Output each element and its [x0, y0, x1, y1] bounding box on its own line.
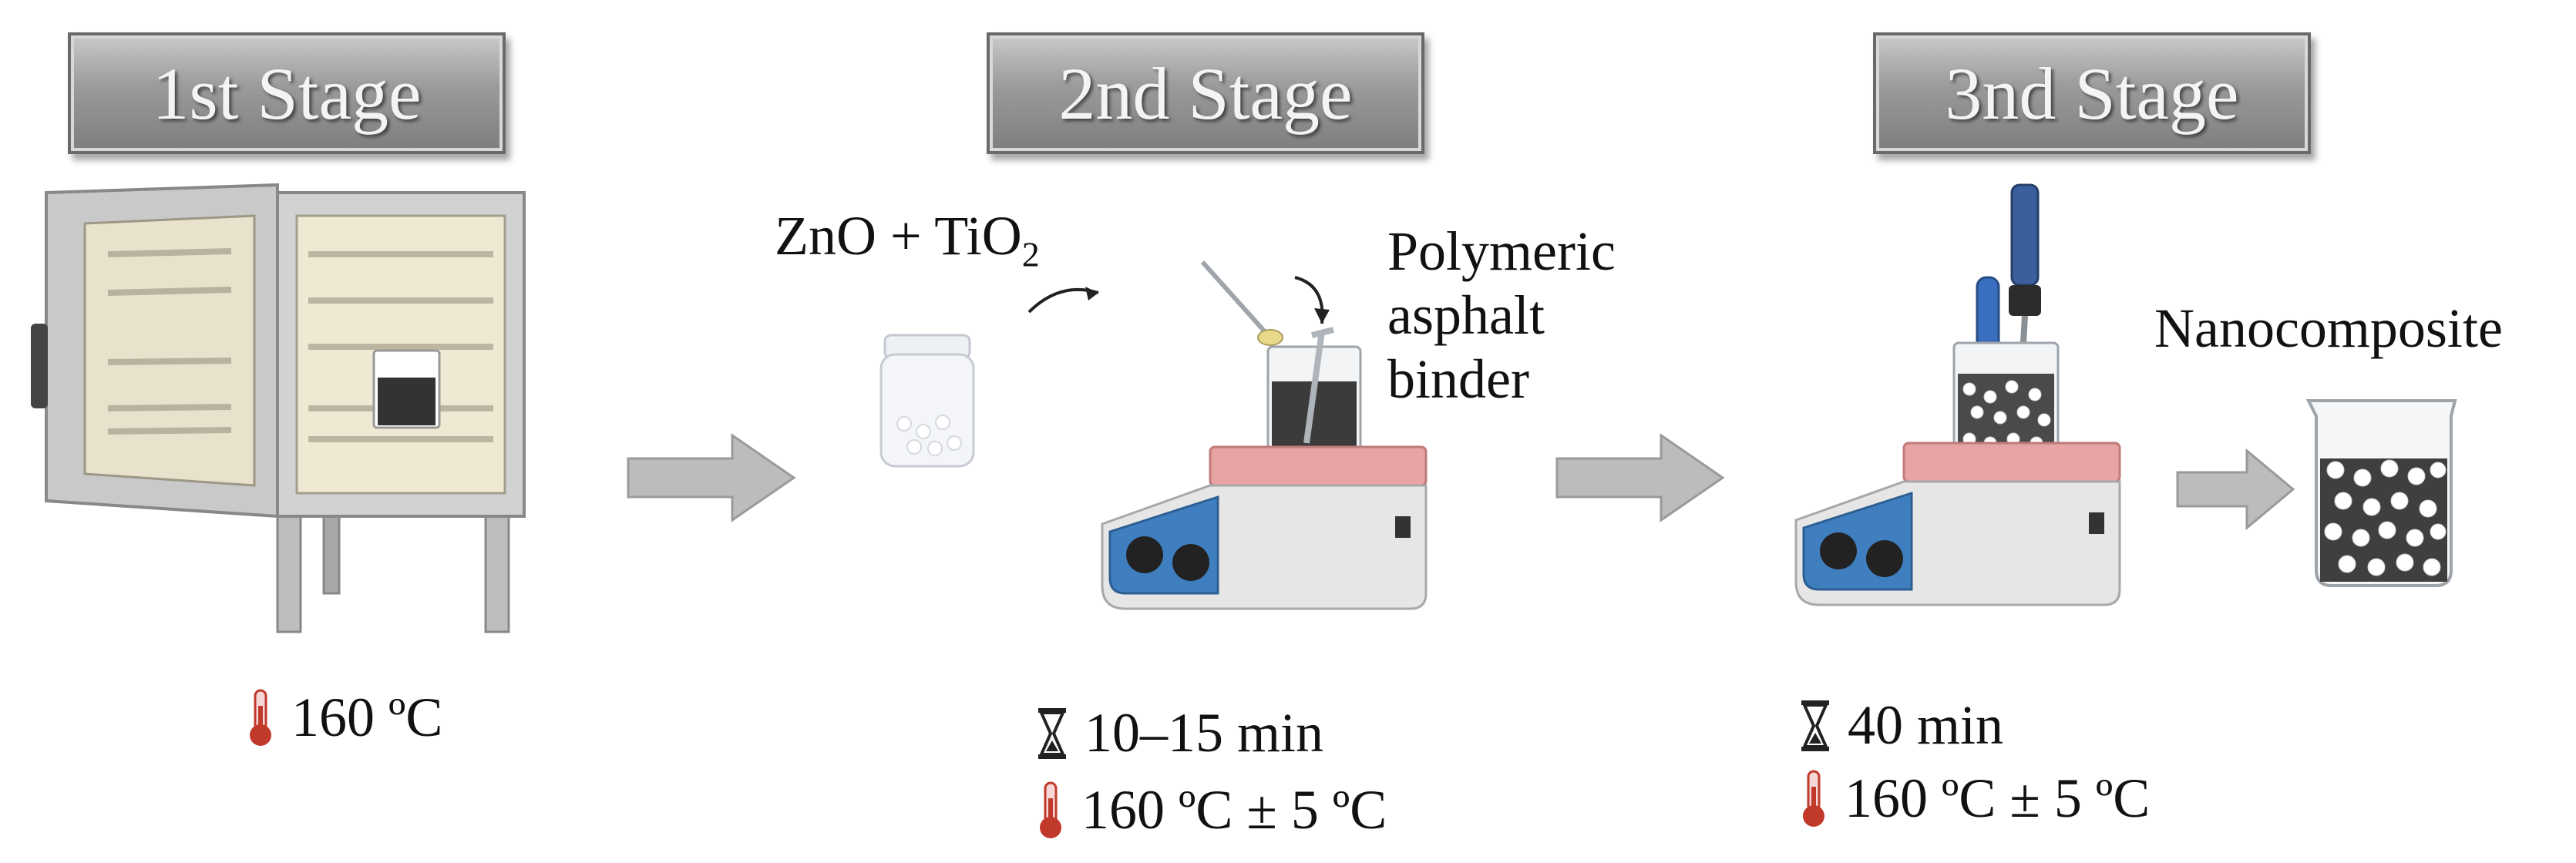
stage1-temperature: 160 ºC — [247, 686, 442, 750]
process-arrow-icon — [1555, 433, 1725, 522]
product-label: Nanocomposite — [2154, 297, 2503, 359]
oven-icon — [31, 183, 526, 633]
binder-label: Polymeric asphalt binder — [1387, 220, 1616, 410]
stage3-time: 40 min — [1800, 693, 2003, 757]
stage-3-header: 3nd Stage — [1873, 32, 2311, 154]
thermometer-icon — [250, 689, 271, 746]
stage-1-header: 1st Stage — [68, 32, 506, 154]
homogenizer-icon — [1794, 183, 2121, 606]
hourglass-icon — [1801, 700, 1829, 751]
curved-arrow-icon — [1027, 287, 1099, 314]
process-arrow-icon — [2176, 448, 2295, 531]
additives-label: ZnO + TiO2 — [775, 205, 1040, 274]
stage-2-title: 2nd Stage — [1058, 52, 1353, 135]
beaker-icon — [2305, 399, 2457, 587]
stage-3-title: 3nd Stage — [1945, 52, 2239, 135]
stage3-temperature: 160 ºC ± 5 ºC — [1800, 767, 2150, 831]
thermometer-icon — [1040, 781, 1061, 838]
stage2-temperature: 160 ºC ± 5 ºC — [1037, 778, 1387, 842]
jar-icon — [879, 334, 975, 468]
process-arrow-icon — [627, 433, 796, 522]
hourglass-icon — [1038, 707, 1066, 759]
stage-1-title: 1st Stage — [152, 52, 422, 135]
thermometer-icon — [1803, 770, 1824, 827]
stage-2-header: 2nd Stage — [987, 32, 1424, 154]
hotplate-icon — [1101, 260, 1428, 610]
stage2-time: 10–15 min — [1037, 701, 1323, 765]
